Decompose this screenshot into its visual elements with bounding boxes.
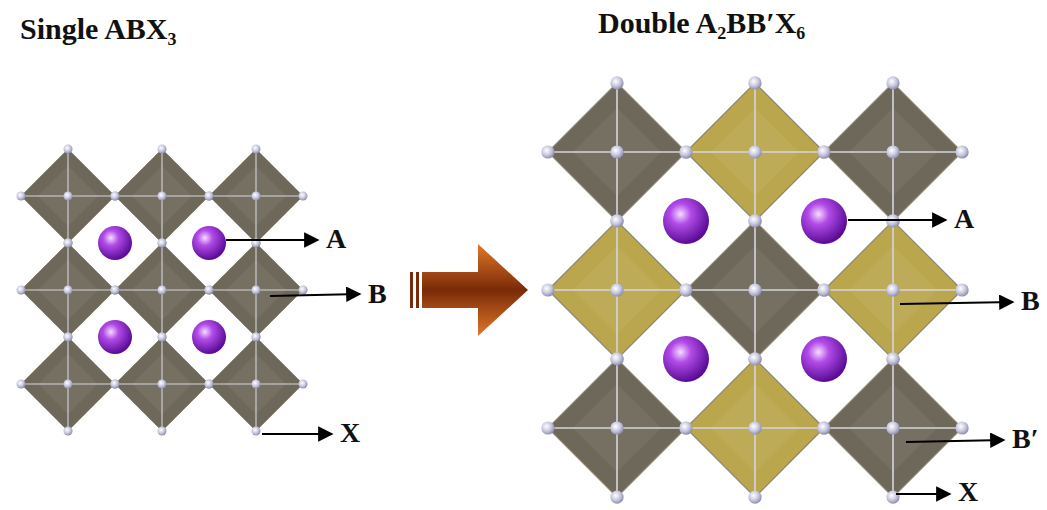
transform-arrow <box>410 244 528 336</box>
site-label: B <box>1021 286 1040 317</box>
site-label: B′ <box>1012 424 1039 455</box>
site-label: X <box>340 418 360 449</box>
site-label: A <box>326 224 346 255</box>
single-lattice <box>17 145 308 436</box>
structure-heading: Double A₂BB′X₆ <box>598 6 805 39</box>
structure-heading: Single ABX₃ <box>20 12 177 45</box>
site-label: B <box>368 279 387 310</box>
double-lattice <box>541 76 968 503</box>
site-label: X <box>958 477 978 508</box>
site-label: A <box>954 204 974 235</box>
leader-lines <box>226 220 1013 494</box>
